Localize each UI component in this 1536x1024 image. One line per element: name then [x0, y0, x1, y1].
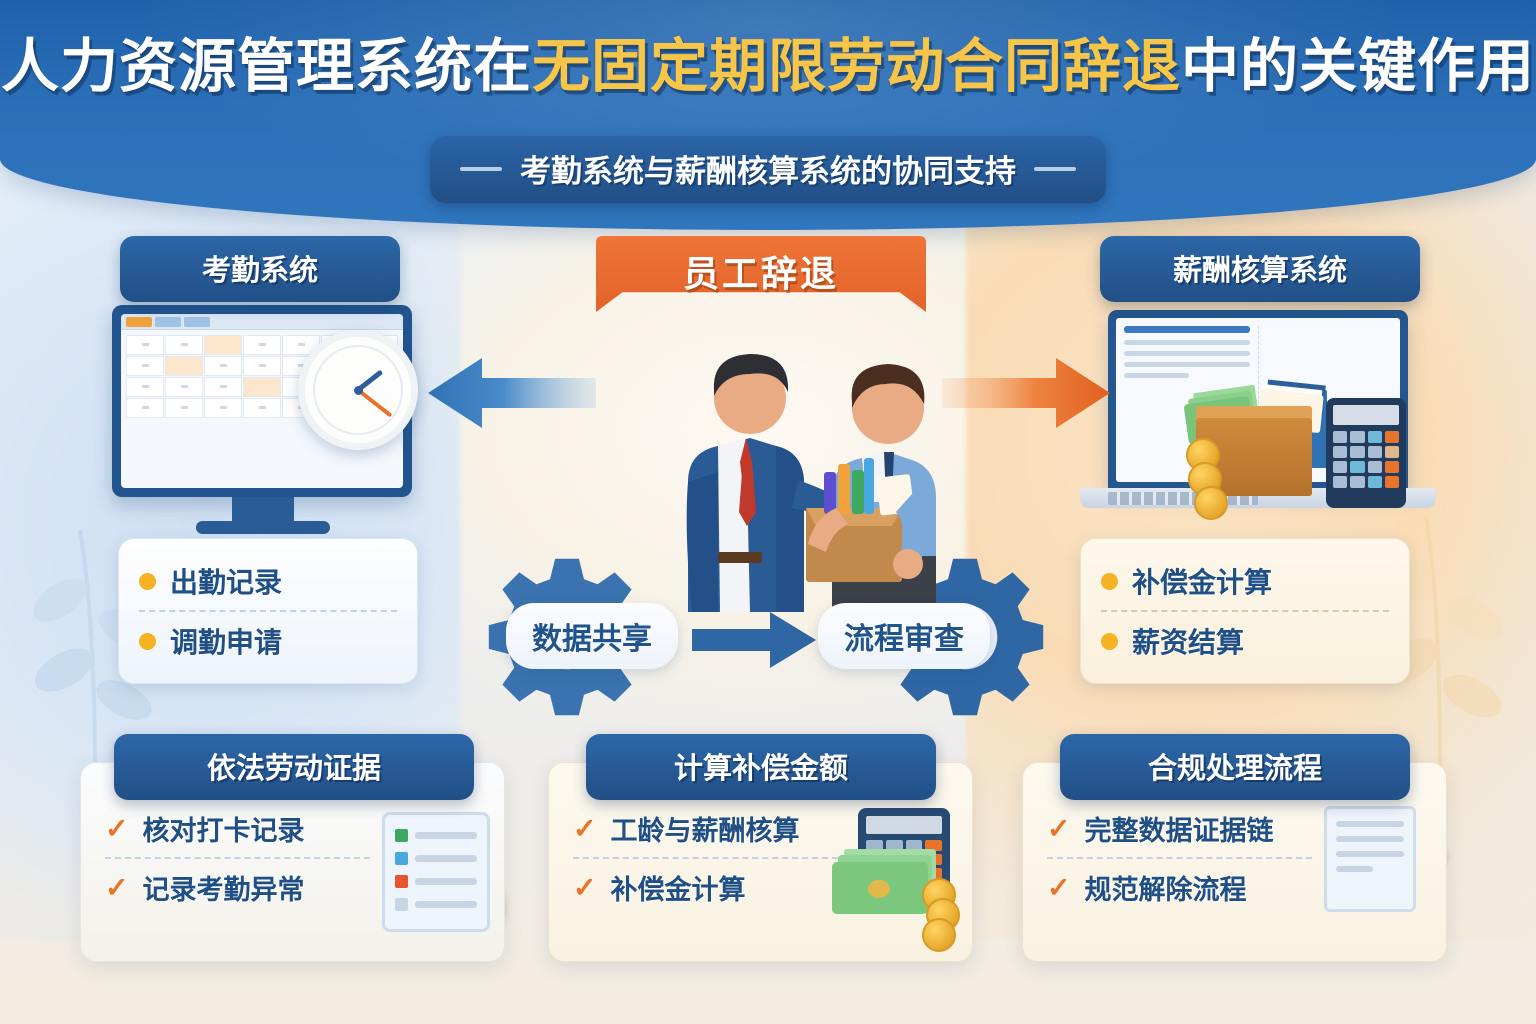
monitor-base	[196, 521, 330, 534]
list-item-label: 补偿金计算	[610, 875, 746, 905]
check-icon: ✓	[1047, 871, 1071, 903]
left-panel-card: 出勤记录 调勤申请	[118, 538, 418, 684]
calculator-display	[866, 816, 942, 834]
calendar-tab	[155, 317, 181, 327]
check-icon: ✓	[105, 871, 129, 903]
list-item: 调勤申请	[139, 615, 397, 667]
list-item: 补偿金计算	[1101, 555, 1389, 607]
right-orange-arrow	[942, 358, 1110, 428]
list-item: 出勤记录	[139, 555, 397, 607]
bullet-dot-icon	[139, 632, 156, 650]
title-segment-1: 人力资源管理系统在	[0, 34, 532, 99]
list-item-label: 完整数据证据链	[1084, 816, 1274, 846]
header-banner	[0, 0, 1536, 230]
clock-hour-hand	[356, 369, 384, 392]
list-item: ✓ 工龄与薪酬核算	[573, 803, 838, 854]
subtitle-text: 考勤系统与薪酬核算系统的协同支持	[520, 154, 1016, 189]
right-panel-title: 薪酬核算系统	[1100, 236, 1420, 302]
check-icon: ✓	[105, 812, 129, 844]
list-item-label: 规范解除流程	[1084, 875, 1247, 905]
right-panel-card: 补偿金计算 薪资结算	[1080, 538, 1410, 684]
list-item-label: 核对打卡记录	[142, 816, 305, 846]
list-item: ✓ 记录考勤异常	[105, 862, 370, 913]
bullet-dot-icon	[1101, 632, 1118, 650]
coin-icon	[1194, 486, 1228, 520]
list-item: ✓ 补偿金计算	[573, 862, 838, 913]
list-item-label: 调勤申请	[170, 627, 283, 658]
flow-label-right: 流程审查	[818, 603, 990, 669]
bottom-card-1-list: ✓ 核对打卡记录 ✓ 记录考勤异常	[105, 803, 370, 913]
clock-center-pin	[353, 385, 363, 395]
flow-arrow-icon	[692, 612, 816, 668]
legal-document-icon	[1324, 806, 1416, 912]
title-block: 人力资源管理系统在无固定期限劳动合同辞退中的关键作用	[0, 34, 1536, 99]
divider	[105, 857, 370, 859]
calendar-tab-active	[126, 317, 152, 327]
divider	[139, 610, 397, 612]
bullet-dot-icon	[139, 572, 156, 590]
list-item-label: 补偿金计算	[1132, 567, 1273, 598]
list-item: ✓ 核对打卡记录	[105, 803, 370, 854]
list-item-label: 工龄与薪酬核算	[610, 816, 800, 846]
page-title: 人力资源管理系统在无固定期限劳动合同辞退中的关键作用	[0, 34, 1536, 99]
check-icon: ✓	[1047, 812, 1071, 844]
left-blue-arrow	[428, 358, 596, 428]
bullet-dot-icon	[1101, 572, 1118, 590]
bottom-card-2-list: ✓ 工龄与薪酬核算 ✓ 补偿金计算	[573, 803, 838, 913]
check-icon: ✓	[573, 812, 597, 844]
clock-icon	[298, 330, 418, 450]
title-highlight: 无固定期限劳动合同辞退	[531, 34, 1181, 99]
banknotes-icon	[832, 862, 928, 914]
document-panel	[1124, 326, 1250, 474]
bottom-card-2-title: 计算补偿金额	[586, 734, 936, 800]
left-panel-title: 考勤系统	[120, 236, 400, 302]
list-item-label: 记录考勤异常	[142, 875, 305, 905]
monitor-stand	[232, 497, 294, 523]
check-icon: ✓	[573, 871, 597, 903]
calculator-keypad	[1333, 431, 1399, 488]
calendar-tab	[184, 317, 210, 327]
list-item: 薪资结算	[1101, 615, 1389, 667]
subtitle-dash-left	[460, 166, 502, 171]
ribbon-label: 员工辞退	[682, 253, 839, 294]
bottom-card-1-title: 依法劳动证据	[114, 734, 474, 800]
divider	[1047, 857, 1312, 859]
subtitle-pill: 考勤系统与薪酬核算系统的协同支持	[430, 136, 1106, 203]
flow-label-left: 数据共享	[506, 603, 678, 669]
divider	[1101, 610, 1389, 612]
title-segment-2: 中的关键作用	[1181, 34, 1536, 99]
handshake-dismissal-illustration	[686, 354, 936, 612]
list-item-label: 出勤记录	[170, 567, 283, 598]
bottom-card-3-title: 合规处理流程	[1060, 734, 1410, 800]
list-item: ✓ 完整数据证据链	[1047, 803, 1312, 854]
checklist-clipboard-icon	[382, 812, 490, 932]
center-ribbon: 员工辞退	[596, 236, 926, 312]
bottom-card-3-list: ✓ 完整数据证据链 ✓ 规范解除流程	[1047, 803, 1312, 913]
subtitle-dash-right	[1034, 166, 1076, 171]
calculator-keypad	[866, 840, 942, 879]
list-item-label: 薪资结算	[1132, 627, 1245, 658]
calculator-icon	[1326, 398, 1406, 508]
divider	[573, 857, 838, 859]
calculator-display	[1333, 405, 1399, 425]
list-item: ✓ 规范解除流程	[1047, 862, 1312, 913]
calendar-tabs	[121, 314, 403, 330]
clock-minute-hand	[356, 388, 393, 418]
